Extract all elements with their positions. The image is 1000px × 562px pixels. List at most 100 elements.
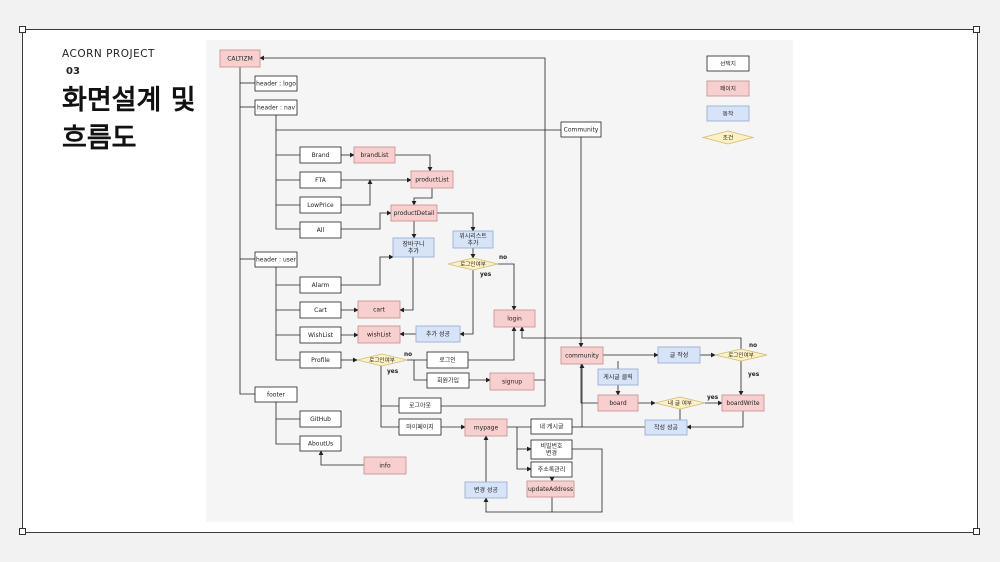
node-alarm: Alarm <box>299 276 342 294</box>
page-title-line-2: 흐름도 <box>62 123 137 154</box>
node-login-check-1-label: 로그인여부 <box>460 260 486 268</box>
node-mypage-choice: 마이페이지 <box>398 418 442 436</box>
legend-item-choice: 선택지 <box>706 55 750 72</box>
node-alarm-shape <box>299 276 342 294</box>
legend-item-action: 동작 <box>706 105 750 122</box>
node-aboutus: AboutUs <box>299 435 342 452</box>
node-fta-shape <box>299 171 342 189</box>
flow-connector <box>395 154 433 172</box>
node-boardwrite: boardWrite <box>721 394 765 412</box>
node-fta: FTA <box>299 171 342 189</box>
node-pw-change-shape <box>530 439 573 460</box>
node-profile-shape <box>299 351 342 369</box>
node-login-page-shape <box>493 309 536 328</box>
node-cart-choice-shape <box>299 301 342 319</box>
node-pw-change-label: 변경 <box>546 449 557 457</box>
node-wishlist-page: wishList <box>357 325 401 344</box>
node-signup-page-label: signup <box>502 379 522 386</box>
legend-item-label: 페이지 <box>720 85 736 93</box>
frame-corner-tr <box>973 26 980 33</box>
flow-connector <box>380 366 399 428</box>
node-login-page: login <box>493 309 536 328</box>
flow-connector <box>686 411 744 430</box>
flow-connector <box>239 67 255 395</box>
node-cart-add-shape <box>392 237 435 258</box>
node-cart-add-label: 추가 <box>408 247 420 255</box>
edge-label-yes-2: yes <box>387 369 399 375</box>
node-cart-choice: Cart <box>299 301 342 319</box>
node-signup-choice: 회원가입 <box>426 372 470 389</box>
node-community-choice: Community <box>560 121 602 138</box>
node-wish-add-label: 위시리스트 <box>459 232 487 240</box>
node-wishlist-page-shape <box>357 325 401 344</box>
node-my-posts: 내 게시글 <box>530 418 573 435</box>
node-brand: Brand <box>299 146 342 164</box>
section-number: 03 <box>66 66 80 77</box>
node-board-shape <box>597 394 639 412</box>
node-my-post-check-shape <box>654 396 706 410</box>
legend-item-label: 동작 <box>723 111 734 118</box>
node-profile: Profile <box>299 351 342 369</box>
node-brandlist-shape <box>353 146 396 164</box>
legend-item-page-shape <box>706 80 750 97</box>
node-productlist-label: productList <box>415 177 449 184</box>
node-login-check-1-shape <box>447 257 499 271</box>
node-post-click: 게시글 클릭 <box>597 368 639 386</box>
node-github-label: GitHub <box>310 416 331 423</box>
node-add-success-shape <box>415 325 461 343</box>
flow-connector <box>437 212 476 232</box>
node-caltizm-label: CALTIZM <box>227 56 253 63</box>
node-address-manage-shape <box>530 461 573 478</box>
node-lowprice-label: LowPrice <box>307 202 334 209</box>
frame-corner-br <box>973 528 980 535</box>
node-brandlist-label: brandList <box>360 152 389 159</box>
node-header-logo-shape <box>254 75 298 92</box>
node-login-choice-shape <box>426 351 469 369</box>
node-profile-label: Profile <box>311 357 330 364</box>
node-my-posts-label: 내 게시글 <box>540 423 564 431</box>
node-productdetail-shape <box>390 204 438 222</box>
node-write-post-shape <box>657 346 701 364</box>
node-my-post-check-label: 내 글 여부 <box>668 399 692 407</box>
flow-connector <box>519 326 742 349</box>
node-write-post: 글 작성 <box>657 346 701 364</box>
node-caltizm-shape <box>219 49 261 68</box>
frame-corner-bl <box>19 528 26 535</box>
node-login-check-3-label: 로그인여부 <box>728 351 754 359</box>
node-my-posts-shape <box>530 418 573 435</box>
flow-connector <box>459 270 474 337</box>
node-wish-add-label: 추가 <box>467 239 479 247</box>
node-login-check-1: 로그인여부 <box>447 257 499 271</box>
project-label: ACORN PROJECT <box>62 48 155 60</box>
edge-label-yes-1: yes <box>480 272 492 278</box>
node-pw-change-label: 비밀번호 <box>540 442 563 450</box>
flow-connector <box>341 254 394 286</box>
node-write-success-label: 작성 성공 <box>654 424 678 432</box>
node-boardwrite-shape <box>721 394 765 412</box>
flow-connector <box>483 448 603 513</box>
node-productlist: productList <box>410 170 454 189</box>
page-title-line-1: 화면설계 및 <box>62 85 196 116</box>
node-all-label: All <box>317 227 325 234</box>
edge-label-yes-3: yes <box>748 372 760 378</box>
node-signup-choice-label: 회원가입 <box>437 377 459 385</box>
node-community-page-label: community <box>565 353 599 360</box>
node-board-label: board <box>609 400 627 407</box>
node-post-click-label: 게시글 클릭 <box>603 373 633 381</box>
node-write-success: 작성 성공 <box>644 419 688 436</box>
node-login-check-2-label: 로그인여부 <box>369 356 395 364</box>
page-title: 화면설계 및 흐름도 <box>62 82 196 158</box>
flow-connector <box>341 179 373 206</box>
node-login-check-2: 로그인여부 <box>356 353 408 367</box>
node-header-user: header : user <box>254 251 298 268</box>
node-login-check-2-shape <box>356 353 408 367</box>
node-updateaddress-shape <box>526 480 575 498</box>
edge-label-no-2: no <box>404 352 412 358</box>
frame-corner-tl <box>19 26 26 33</box>
node-community-page: community <box>560 346 604 365</box>
node-header-user-shape <box>254 251 298 268</box>
flow-connector <box>411 188 433 206</box>
node-header-nav: header : nav <box>254 99 298 116</box>
